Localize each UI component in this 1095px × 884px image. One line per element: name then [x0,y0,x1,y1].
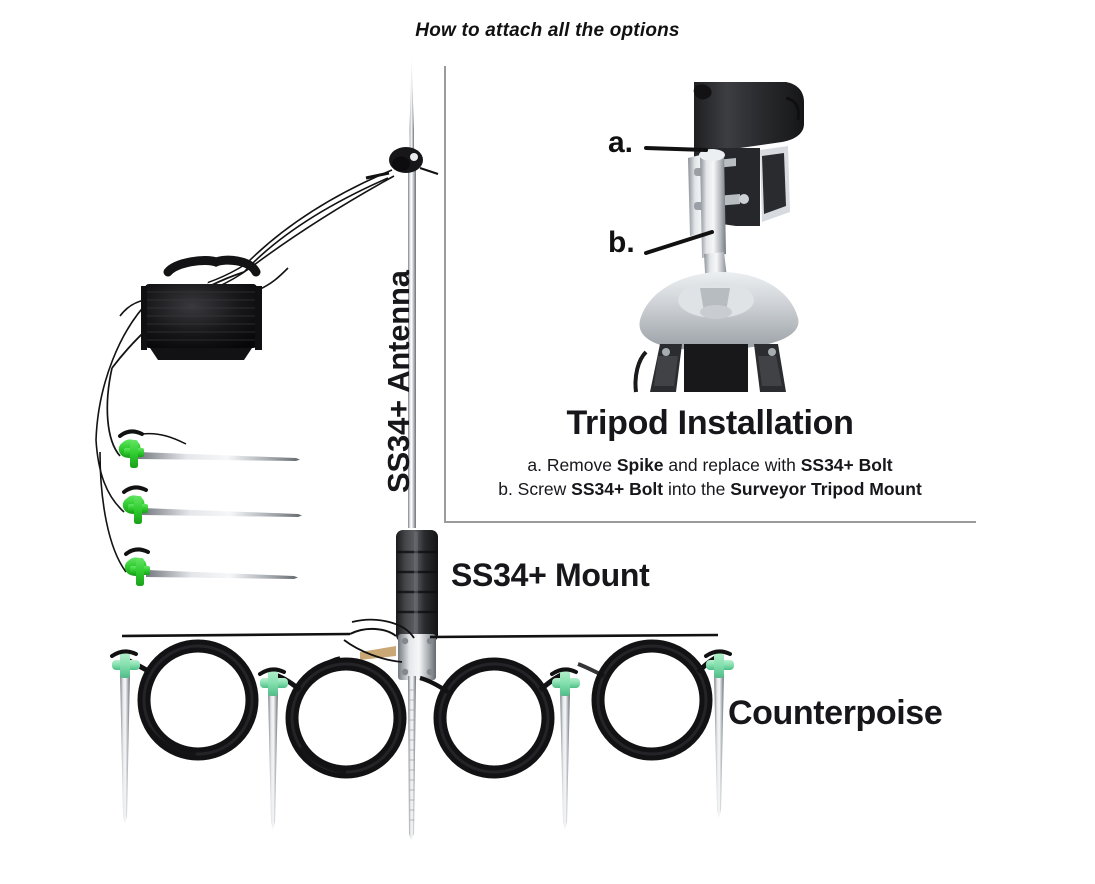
tripod-step-b-middle: into the [663,479,731,499]
tripod-step-b-bold1: SS34+ Bolt [571,479,664,499]
counterpoise-stake-1 [110,649,140,824]
counterpoise-stake-3 [550,667,580,830]
counterpoise-coils [121,639,721,779]
guy-stake-3 [124,547,298,586]
tripod-step-b-bold2: Surveyor Tripod Mount [730,479,922,499]
ground-spike [408,676,416,840]
mount-bracket [322,634,436,680]
counterpoise-bus-wire [121,618,719,663]
counterpoise-coil-4 [577,639,721,761]
guy-stake-1 [118,429,300,468]
callout-a-label: a. [608,126,634,159]
tripod-step-a-bold1: Spike [616,455,664,475]
tripod-step-b-prefix: b. Screw [498,479,572,499]
counterpoise-stake-4 [704,649,734,818]
guy-ring-clamp [365,147,439,180]
callout-b-label: b. [608,226,635,259]
tripod-step-a-middle: and replace with [663,455,801,475]
tripod-step-a-prefix: a. Remove [527,455,617,475]
label-ss34-mount: SS34+ Mount [451,557,650,593]
tripod-step-b: b. Screw SS34+ Bolt into the Surveyor Tr… [444,479,976,500]
guy-stake-2 [122,485,302,524]
label-counterpoise: Counterpoise [728,694,943,732]
counterpoise-stake-2 [258,667,288,830]
page-title: How to attach all the options [415,20,680,41]
guy-wire-stakes [118,429,302,586]
tripod-step-a-bold2: SS34+ Bolt [800,455,893,475]
ss34-mount-body [322,530,438,680]
tripod-installation-panel [444,66,976,523]
tripod-installation-heading: Tripod Installation [566,404,854,442]
guy-wires [95,169,395,573]
label-ss34-antenna: SS34+ Antenna [381,270,416,493]
tripod-step-a: a. Remove Spike and replace with SS34+ B… [444,455,976,476]
counterpoise-coil-1 [121,639,259,761]
wire-spool [119,255,289,360]
counterpoise-stakes [110,649,734,830]
counterpoise-coil-2 [271,657,407,779]
counterpoise-coil-3 [419,657,565,779]
